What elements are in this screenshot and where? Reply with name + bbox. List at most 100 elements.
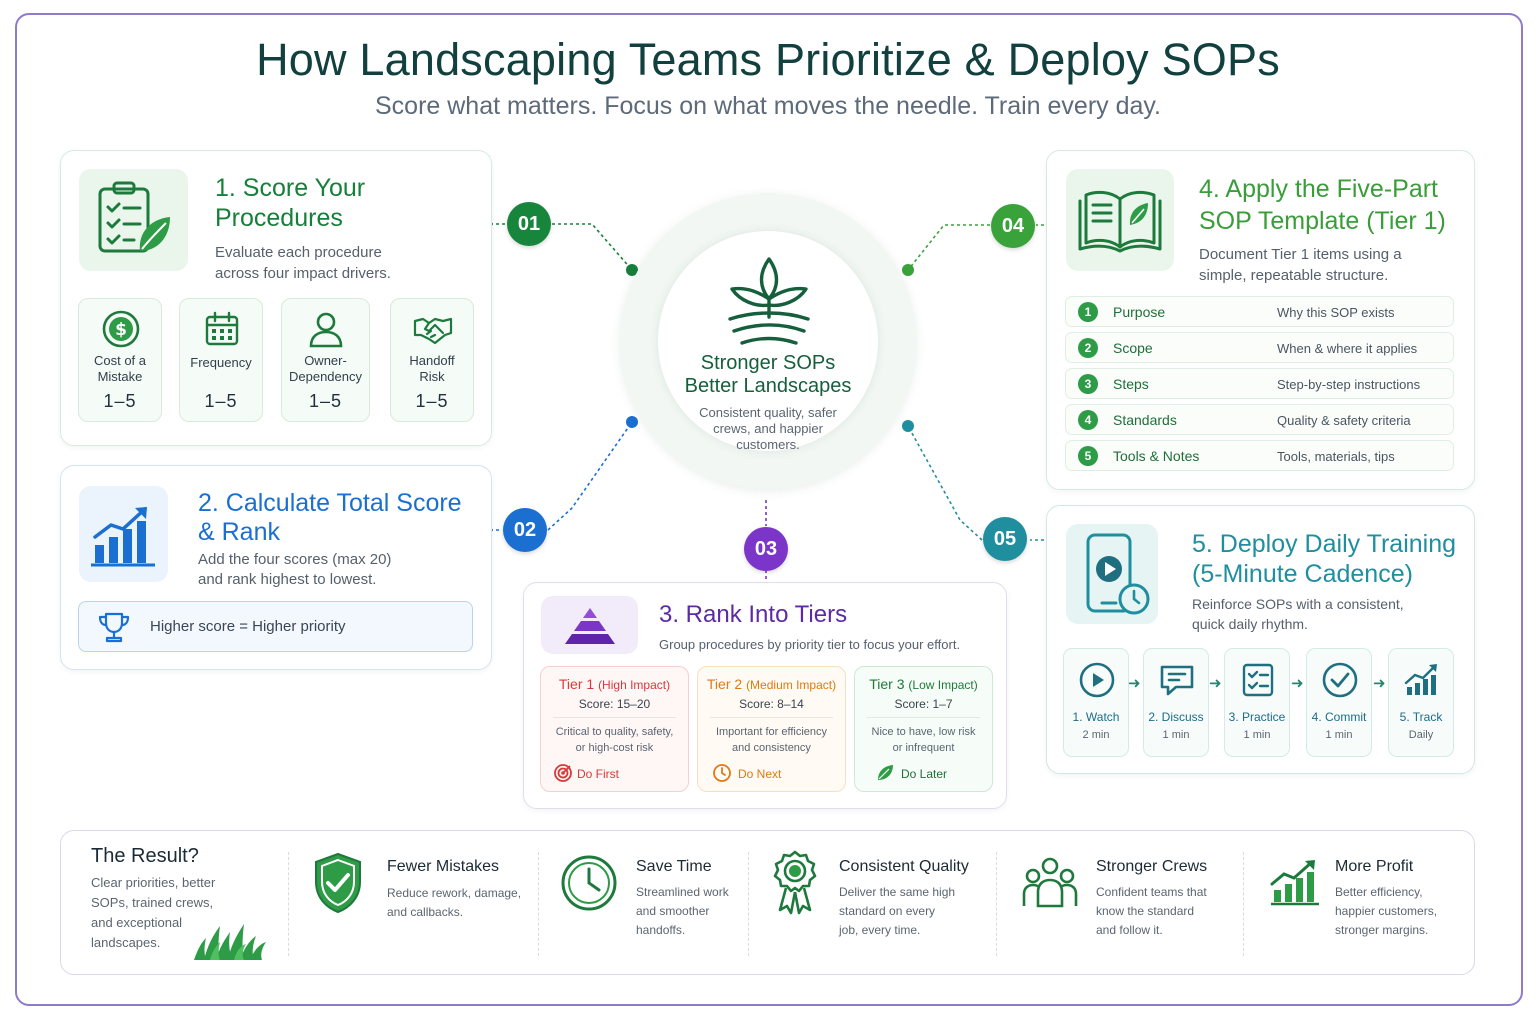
center-desc-line2: crews, and happier xyxy=(713,421,823,436)
step5-desc-line1: Reinforce SOPs with a consistent, xyxy=(1192,596,1404,612)
driver-score: 1–5 xyxy=(308,391,343,411)
row-label: Standards xyxy=(1113,412,1177,428)
tier-score: Score: 8–14 xyxy=(739,697,804,711)
bar-chart-up-icon xyxy=(90,507,155,567)
leaf-icon xyxy=(878,765,893,780)
arrow-right-icon: ➜ xyxy=(1373,675,1386,692)
divider xyxy=(1243,852,1244,956)
tier-desc-line2: and consistency xyxy=(732,742,811,754)
row-number: 1 xyxy=(1078,302,1098,322)
driver-score: 1–5 xyxy=(204,391,238,411)
row-desc: Step-by-step instructions xyxy=(1277,377,1421,392)
step1-title-line1: 1. Score Your xyxy=(215,174,366,202)
tier-desc-line1: Important for efficiency xyxy=(715,726,828,738)
tier-impact: (High Impact) xyxy=(598,678,671,692)
result-item-desc-line1: Reduce rework, damage, xyxy=(387,886,522,900)
step5-title-line2: (5-Minute Cadence) xyxy=(1192,560,1413,588)
step-badge-04: 04 xyxy=(991,204,1035,248)
driver-score: 1–5 xyxy=(103,391,137,411)
row-desc: Why this SOP exists xyxy=(1277,305,1395,320)
chart-up-icon xyxy=(1404,664,1437,695)
result-item-desc-line1: Streamlined work xyxy=(636,885,729,899)
driver-label-line2: Dependency xyxy=(289,369,362,384)
row-number: 2 xyxy=(1078,338,1098,358)
row-desc: When & where it applies xyxy=(1277,341,1418,356)
driver-label-line2: Mistake xyxy=(97,369,143,384)
step4-desc-line1: Document Tier 1 items using a xyxy=(1199,246,1402,263)
row-number: 3 xyxy=(1078,374,1098,394)
step4-title-line2: SOP Template (Tier 1) xyxy=(1199,207,1446,235)
tier-name: Tier 1 xyxy=(558,676,595,692)
divider xyxy=(288,852,289,956)
step4-icon-tile xyxy=(1066,169,1174,271)
driver-label-line1: Frequency xyxy=(190,355,252,370)
step1-desc-line1: Evaluate each procedure xyxy=(215,244,382,261)
result-item-desc-line2: and smoother xyxy=(636,904,710,918)
step-label: 5. Track xyxy=(1399,710,1443,724)
priority-callout: Higher score = Higher priority xyxy=(78,601,473,652)
result-item-desc-line1: Better efficiency, xyxy=(1335,885,1423,899)
result-item-desc-line3: stronger margins. xyxy=(1335,923,1429,937)
growth-chart-icon xyxy=(1270,860,1319,906)
row-number: 5 xyxy=(1078,446,1098,466)
result-item-desc-line2: standard on every xyxy=(839,904,936,918)
tier-desc-line2: or high-cost risk xyxy=(575,742,654,754)
tier-name: Tier 3 xyxy=(869,676,905,692)
divider xyxy=(538,852,539,956)
check-circle-icon xyxy=(1322,662,1358,698)
result-item-title: Save Time xyxy=(636,858,712,875)
svg-text:$: $ xyxy=(115,320,127,340)
result-item-title: Fewer Mistakes xyxy=(387,858,500,875)
result-item-desc-line2: and callbacks. xyxy=(387,905,464,919)
result-bar xyxy=(60,830,1475,975)
open-book-icon xyxy=(1078,190,1162,253)
result-desc-line4: landscapes. xyxy=(91,935,161,950)
tier-name: Tier 2 xyxy=(706,676,743,692)
step1-desc-line2: across four impact drivers. xyxy=(215,265,391,282)
tier-score: Score: 15–20 xyxy=(578,697,651,711)
center-desc-line1: Consistent quality, safer xyxy=(699,405,837,420)
result-desc-line2: SOPs, trained crews, xyxy=(91,895,214,910)
result-title: The Result? xyxy=(91,845,199,867)
template-row-purpose: 1 Purpose Why this SOP exists xyxy=(1065,296,1454,327)
row-label: Purpose xyxy=(1113,304,1166,320)
step3-icon-tile xyxy=(541,596,638,654)
driver-label-line1: Cost of a xyxy=(93,353,147,368)
phone-video-clock-icon xyxy=(1086,533,1150,615)
step4-desc-line2: simple, repeatable structure. xyxy=(1199,267,1389,284)
clipboard-leaf-icon xyxy=(98,181,170,253)
step3-title: 3. Rank Into Tiers xyxy=(659,601,848,628)
step2-desc-line1: Add the four scores (max 20) xyxy=(198,551,392,568)
step-time: 2 min xyxy=(1082,729,1110,741)
tier-1-card: Tier 1 (High Impact) Score: 15–20 Critic… xyxy=(540,666,689,792)
result-item-desc-line2: happier customers, xyxy=(1335,904,1438,918)
result-item-desc-line3: handoffs. xyxy=(636,923,686,937)
step2-title-line1: 2. Calculate Total Score xyxy=(198,489,462,517)
driver-label-line1: Handoff xyxy=(409,353,455,368)
result-item-title: More Profit xyxy=(1335,858,1414,875)
clock-icon xyxy=(713,764,731,782)
step5-icon-tile xyxy=(1066,524,1158,624)
arrow-right-icon: ➜ xyxy=(1128,675,1141,692)
sprout-icon xyxy=(728,257,810,345)
step-label: 1. Watch xyxy=(1072,710,1120,724)
result-item-desc-line1: Confident teams that xyxy=(1096,885,1207,899)
template-row-tools-notes: 5 Tools & Notes Tools, materials, tips xyxy=(1065,440,1454,471)
result-desc-line1: Clear priorities, better xyxy=(91,875,216,890)
step-time: Daily xyxy=(1408,729,1434,741)
person-icon xyxy=(309,312,343,348)
template-row-steps: 3 Steps Step-by-step instructions xyxy=(1065,368,1454,399)
step-time: 1 min xyxy=(1243,729,1271,741)
training-step-practice: 3. Practice 1 min xyxy=(1224,648,1290,757)
result-item-title: Stronger Crews xyxy=(1096,858,1208,875)
center-hub xyxy=(620,193,916,489)
arrow-right-icon: ➜ xyxy=(1209,675,1222,692)
pyramid-icon xyxy=(564,608,615,644)
result-item-desc-line3: job, every time. xyxy=(839,923,921,937)
tier-desc-line1: Critical to quality, safety, xyxy=(555,726,674,738)
template-row-scope: 2 Scope When & where it applies xyxy=(1065,332,1454,363)
result-item-desc-line2: know the standard xyxy=(1096,904,1195,918)
step-time: 1 min xyxy=(1325,729,1353,741)
handshake-icon xyxy=(413,317,453,345)
